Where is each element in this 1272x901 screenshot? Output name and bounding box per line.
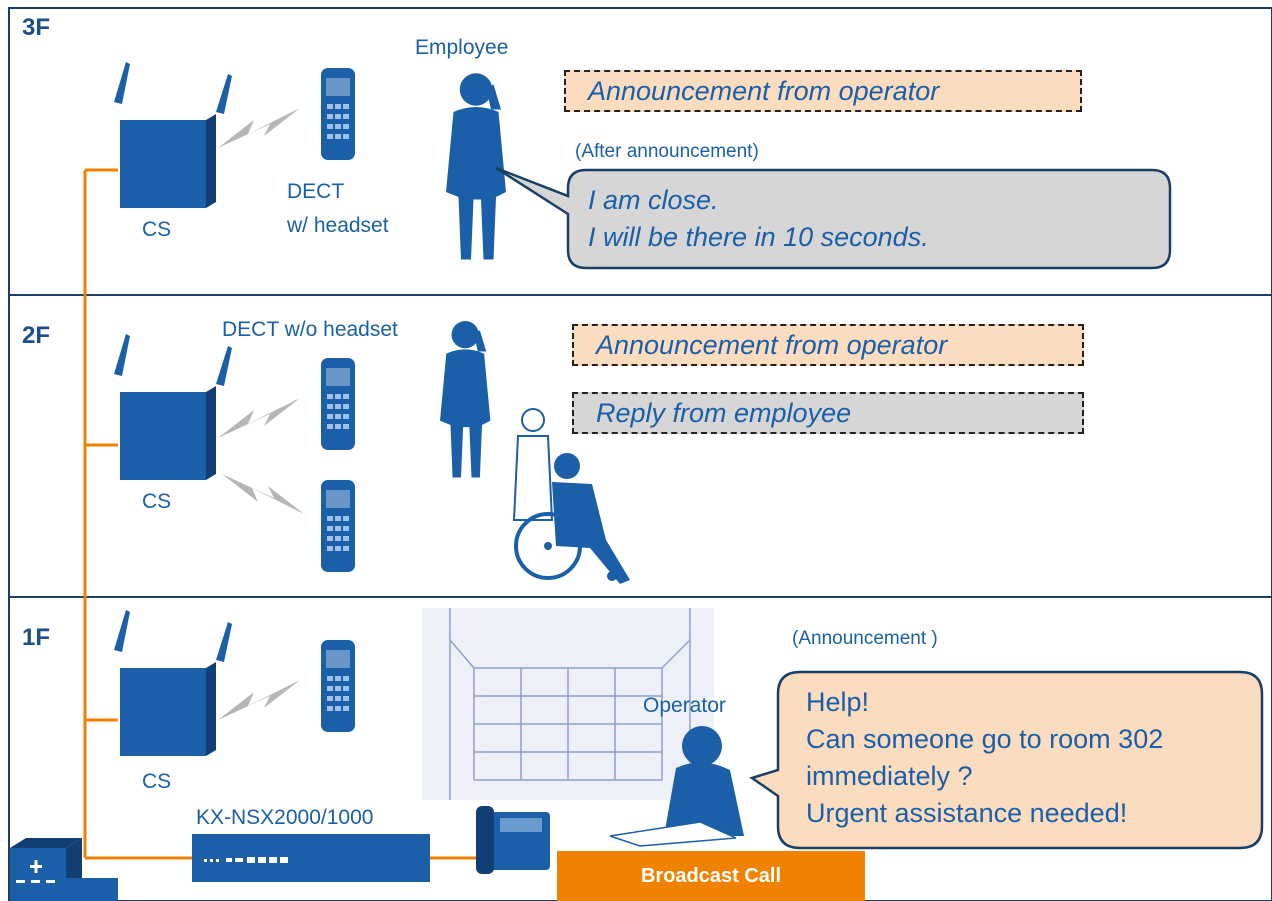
employee-3f-figure xyxy=(446,73,506,260)
cs-3f-icon xyxy=(114,62,232,208)
reply-speech-bubble xyxy=(495,166,1172,270)
office-window-illustration xyxy=(422,608,714,800)
cs-3f-label: CS xyxy=(142,218,172,241)
reply-bubble-line2: I will be there in 10 seconds. xyxy=(588,222,929,252)
broadcast-call-button[interactable]: Broadcast Call xyxy=(557,851,865,901)
radio-signal-3f-icon xyxy=(218,108,300,148)
cs-2f-label: CS xyxy=(142,490,172,513)
reply-box-2f: Reply from employee xyxy=(572,392,1084,434)
radio-signal-2f-upper-icon xyxy=(218,398,300,438)
employee-label: Employee xyxy=(415,36,509,59)
pbx-label: KX-NSX2000/1000 xyxy=(196,806,374,829)
reply-bubble-line1: I am close. xyxy=(588,185,719,215)
dect-handset-2f-lower-icon xyxy=(321,480,355,572)
after-announcement-label: (After announcement) xyxy=(575,141,759,162)
operator-bubble-line1: Help! xyxy=(806,687,870,717)
radio-signal-2f-lower-icon xyxy=(222,474,304,514)
dect-label-line2: w/ headset xyxy=(287,214,389,237)
floor-1f-label: 1F xyxy=(22,624,51,651)
operator-bubble-line2: Can someone go to room 302 xyxy=(806,724,1164,754)
dect-handset-3f-icon xyxy=(321,68,355,160)
network-wiring xyxy=(83,168,476,860)
desk-phone-icon xyxy=(476,806,550,874)
dect-handset-1f-icon xyxy=(321,640,355,732)
dect-no-headset-label: DECT w/o headset xyxy=(222,318,398,341)
cs-1f-label: CS xyxy=(142,770,172,793)
operator-speech-bubble xyxy=(749,670,1264,850)
cs-2f-icon xyxy=(114,334,232,480)
cs-1f-icon xyxy=(114,610,232,756)
announcement-label: (Announcement ) xyxy=(792,628,938,649)
operator-label: Operator xyxy=(643,694,726,717)
dect-handset-2f-upper-icon xyxy=(321,358,355,450)
operator-bubble-line3: immediately ? xyxy=(806,761,973,791)
wheelchair-scene-figure xyxy=(512,408,630,584)
radio-signal-1f-icon xyxy=(218,680,300,720)
operator-figure xyxy=(609,726,744,847)
building-icon xyxy=(10,838,118,901)
dect-label-line1: DECT xyxy=(287,180,345,203)
floor-frame xyxy=(8,7,1272,901)
pbx-unit-icon xyxy=(192,834,430,882)
floor-3f-label: 3F xyxy=(22,14,51,41)
operator-bubble-line4: Urgent assistance needed! xyxy=(806,798,1128,828)
announcement-box-3f: Announcement from operator xyxy=(564,70,1082,112)
announcement-box-2f: Announcement from operator xyxy=(572,324,1084,366)
floor-2f-label: 2F xyxy=(22,322,51,349)
employee-2f-figure xyxy=(440,321,491,478)
